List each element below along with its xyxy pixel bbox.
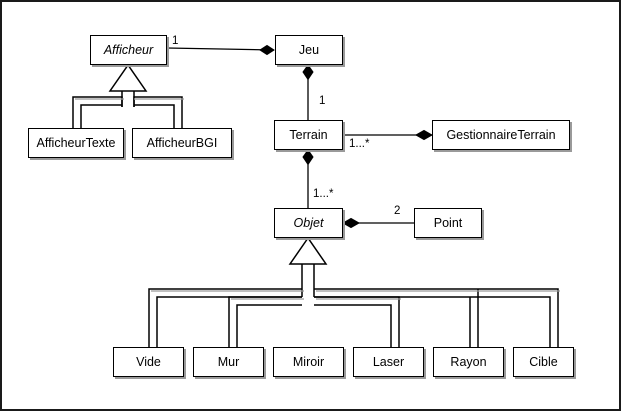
- class-name-jeu: Jeu: [298, 43, 320, 57]
- composition-diamond-icon: [302, 64, 314, 81]
- multiplicity-jeu-terrain: 1: [319, 95, 326, 107]
- generalization-objet: [148, 236, 560, 347]
- association-afficheur-jeu: [166, 44, 275, 56]
- class-name-cible: Cible: [529, 355, 558, 369]
- class-name-terrain: Terrain: [289, 128, 328, 142]
- composition-diamond-icon: [341, 217, 361, 229]
- class-name-afficheur: Afficheur: [103, 43, 154, 57]
- class-name-afficheurtexte: AfficheurTexte: [36, 136, 116, 150]
- association-terrain-gestionnaireterrain: [343, 129, 434, 141]
- class-box-objet[interactable]: Objet: [274, 208, 343, 238]
- multiplicity-objet-point: 2: [394, 205, 401, 217]
- generalization-arrow-icon: [288, 236, 328, 265]
- class-name-laser: Laser: [372, 355, 405, 369]
- composition-diamond-icon: [302, 149, 314, 166]
- class-box-afficheurbgi[interactable]: AfficheurBGI: [132, 128, 232, 158]
- class-box-afficheur[interactable]: Afficheur: [90, 35, 167, 65]
- association-jeu-terrain: [302, 64, 314, 120]
- class-box-vide[interactable]: Vide: [113, 347, 184, 377]
- class-name-vide: Vide: [136, 355, 161, 369]
- class-box-rayon[interactable]: Rayon: [433, 347, 504, 377]
- class-box-terrain[interactable]: Terrain: [274, 120, 343, 150]
- class-box-point[interactable]: Point: [414, 208, 482, 238]
- class-name-afficheurbgi: AfficheurBGI: [146, 136, 218, 150]
- multiplicity-afficheur-jeu: 1: [172, 35, 179, 47]
- class-box-miroir[interactable]: Miroir: [273, 347, 344, 377]
- multiplicity-terrain-gestionnaireterrain: 1...*: [349, 138, 370, 150]
- multiplicity-terrain-objet: 1...*: [313, 188, 334, 200]
- class-box-gestionnaireterrain[interactable]: GestionnaireTerrain: [432, 120, 570, 150]
- class-box-jeu[interactable]: Jeu: [275, 35, 343, 65]
- class-name-point: Point: [433, 216, 463, 230]
- class-box-afficheurtexte[interactable]: AfficheurTexte: [28, 128, 124, 158]
- class-name-mur: Mur: [217, 355, 240, 369]
- generalization-arrow-icon: [108, 63, 148, 92]
- class-box-cible[interactable]: Cible: [513, 347, 574, 377]
- class-name-gestionnaireterrain: GestionnaireTerrain: [446, 128, 556, 142]
- composition-diamond-icon: [414, 129, 434, 141]
- class-name-objet: Objet: [293, 216, 324, 230]
- class-name-miroir: Miroir: [292, 355, 325, 369]
- association-objet-point: [341, 217, 414, 229]
- association-terrain-objet: [302, 149, 314, 208]
- class-box-laser[interactable]: Laser: [353, 347, 424, 377]
- class-name-rayon: Rayon: [450, 355, 487, 369]
- class-box-mur[interactable]: Mur: [193, 347, 264, 377]
- composition-diamond-icon: [259, 44, 275, 56]
